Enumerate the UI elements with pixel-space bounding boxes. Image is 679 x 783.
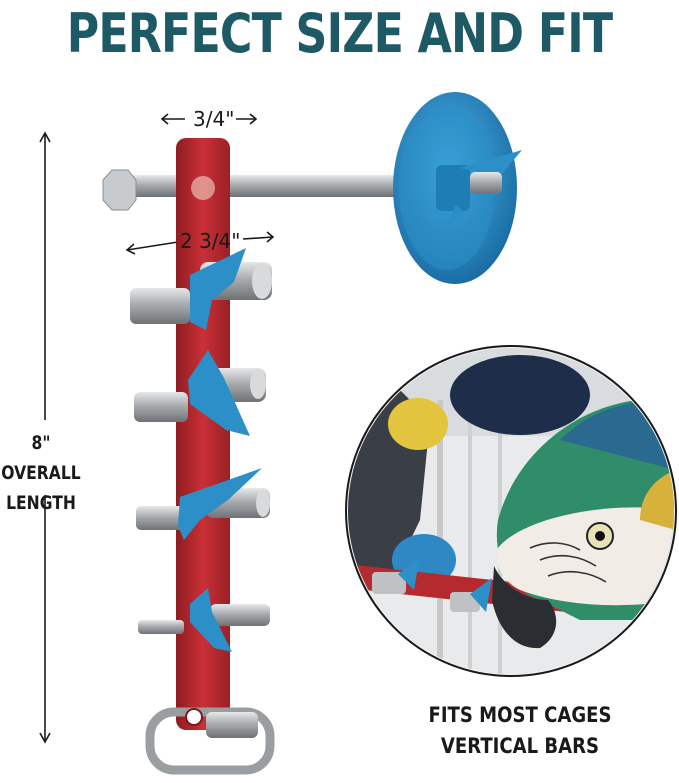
caption-line1: FITS MOST CAGES [428,703,612,727]
overall-length-line1: 8" OVERALL [1,432,81,484]
inset-photo [345,345,677,677]
width-large-label: 2 3/4" [180,229,241,253]
bolt-2 [134,350,266,436]
headline: PERFECT SIZE AND FIT [66,2,613,65]
overall-length-label: 8" OVERALL LENGTH [0,428,82,518]
bolt-3 [136,468,270,540]
bolt-4 [138,588,270,652]
quick-link [145,707,275,775]
overall-length-line2: LENGTH [6,492,76,514]
caption: FITS MOST CAGES VERTICAL BARS [408,700,632,762]
blue-disc [393,92,522,284]
width-small-label: 3/4" [193,107,235,131]
axle-bolt [102,169,410,211]
bolt-1 [130,248,272,330]
caption-line2: VERTICAL BARS [440,734,600,758]
dimension-arrows [39,113,275,744]
